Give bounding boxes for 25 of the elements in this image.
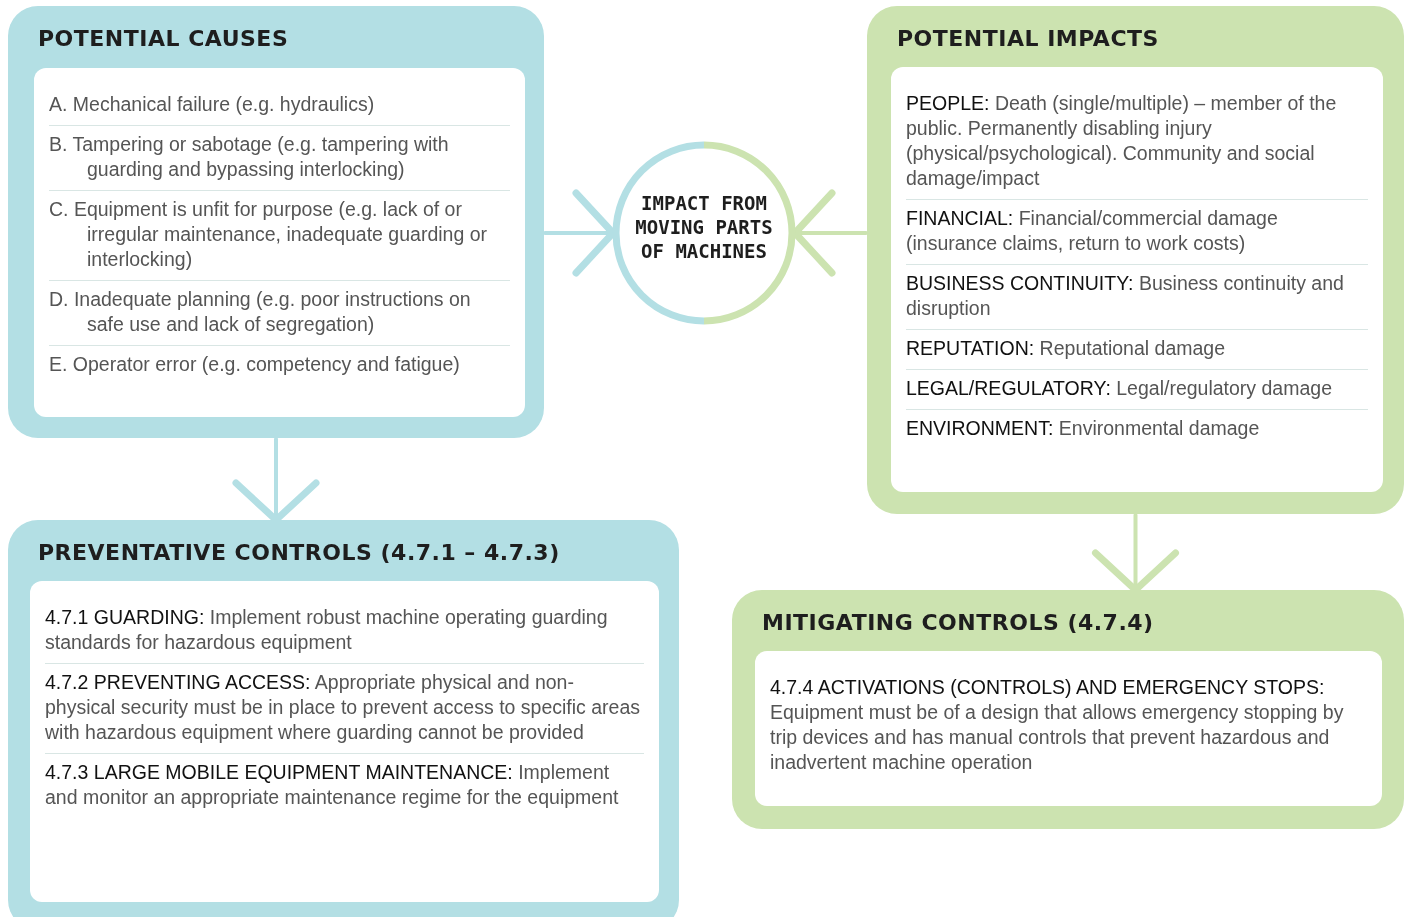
- list-item: LEGAL/REGULATORY: Legal/regulatory damage: [906, 370, 1368, 410]
- panel-heading: POTENTIAL CAUSES: [38, 26, 289, 51]
- list-item: B. Tampering or sabotage (e.g. tampering with guarding and bypassing interlocking): [49, 126, 510, 191]
- list-item: 4.7.1 GUARDING: Implement robust machine operating guarding standards for hazardous equipment: [45, 599, 644, 664]
- impacts-panel: [867, 6, 1404, 514]
- list-item: BUSINESS CONTINUITY: Business continuity and disruption: [906, 265, 1368, 330]
- list-item: A. Mechanical failure (e.g. hydraulics): [49, 86, 510, 126]
- list-item: 4.7.4 ACTIVATIONS (CONTROLS) AND EMERGENCY STOPS: Equipment must be of a design that allows emergency stopping by trip devices and has manual controls that prevent hazardous and inadvertent machine operation: [770, 675, 1345, 775]
- list-item: REPUTATION: Reputational damage: [906, 330, 1368, 370]
- list-item: ENVIRONMENT: Environmental damage: [906, 416, 1261, 441]
- event-circle: [612, 141, 796, 325]
- list-item: PEOPLE: Death (single/multiple) – member of the public. Permanently disabling injury (physical/psychological). Community and social damage/impact: [906, 85, 1368, 200]
- panel-heading: POTENTIAL IMPACTS: [897, 26, 1159, 51]
- panel-heading: PREVENTATIVE CONTROLS (4.7.1 – 4.7.3): [38, 540, 560, 565]
- list-item: 4.7.2 PREVENTING ACCESS: Appropriate physical and non-physical security must be in place to prevent access to specific areas with hazardous equipment where guarding cannot be provided: [45, 664, 644, 754]
- causes-panel: [8, 6, 544, 438]
- event-title: IMPACT FROM MOVING PARTS OF MACHINES: [634, 191, 774, 263]
- panel-heading: MITIGATING CONTROLS (4.7.4): [762, 610, 1154, 635]
- mitigating-controls-panel: [732, 590, 1404, 829]
- list-item: E. Operator error (e.g. competency and fatigue): [49, 352, 461, 377]
- list-item: C. Equipment is unfit for purpose (e.g. lack of or irregular maintenance, inadequate guarding or interlocking): [49, 191, 510, 281]
- list-item: D. Inadequate planning (e.g. poor instructions on safe use and lack of segregation): [49, 281, 510, 346]
- list-item: FINANCIAL: Financial/commercial damage (insurance claims, return to work costs): [906, 200, 1368, 265]
- list-item: 4.7.3 LARGE MOBILE EQUIPMENT MAINTENANCE: Implement and monitor an appropriate maintenance regime for the equipment: [45, 760, 620, 810]
- preventative-controls-panel: [8, 520, 679, 917]
